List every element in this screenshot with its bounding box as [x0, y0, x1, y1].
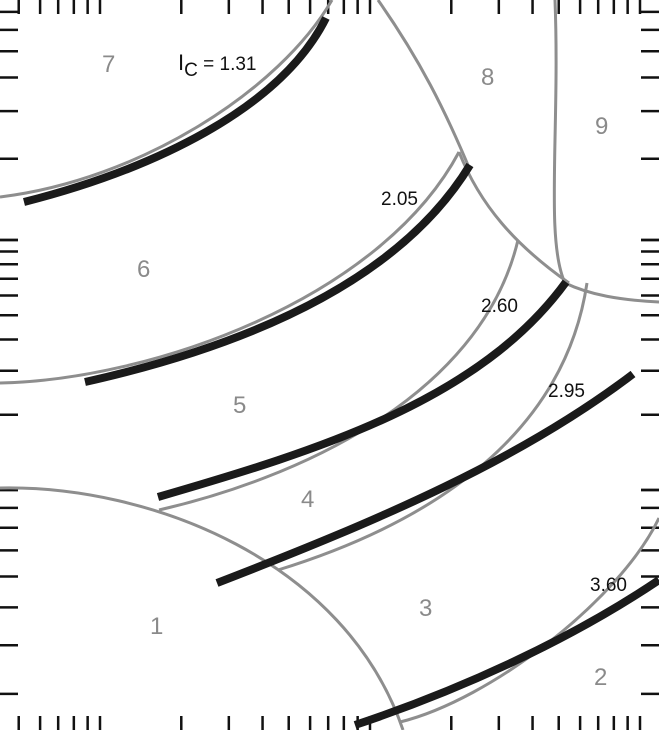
region-label-8: 8: [481, 64, 494, 91]
region-label-4: 4: [301, 486, 314, 513]
region-label-7: 7: [102, 51, 115, 78]
curve-2-95: [215, 370, 636, 587]
region-label-9: 9: [595, 113, 608, 140]
curve-label-2-60: 2.60: [481, 296, 518, 317]
curve-2-05: [84, 162, 474, 386]
boundary-region-4-lower: [277, 282, 589, 572]
curve-3-60: [353, 576, 659, 729]
curve-1-31: [23, 16, 330, 206]
region-label-5: 5: [233, 392, 246, 419]
curve-label-2-05: 2.05: [381, 189, 418, 210]
region-label-2: 2: [594, 664, 607, 691]
boundary-region-8-lower: [457, 151, 570, 285]
curve-label-2-95: 2.95: [548, 381, 585, 402]
curve-label-3-60: 3.60: [590, 575, 627, 596]
boundary-region-9: [552, 0, 659, 304]
boundary-region-8-left: [376, 0, 472, 171]
boundary-region-6-bottom: [0, 151, 461, 385]
curve-label-subscript: C: [184, 60, 198, 81]
curve-labels: IC = 1.31 2.05 2.60 2.95 3.60: [178, 50, 627, 596]
boundary-region-1: [0, 486, 405, 730]
region-labels: 1 2 3 4 5 6 7 8 9: [102, 51, 608, 691]
region-label-6: 6: [137, 256, 150, 283]
bold-curves: [23, 16, 659, 729]
curve-2-60: [156, 279, 570, 501]
curve-label-prefix: I: [178, 50, 184, 75]
curve-label-1-31: IC = 1.31: [178, 50, 257, 81]
boundary-region-7-top: [0, 0, 334, 199]
curve-label-value: = 1.31: [198, 54, 257, 75]
region-label-3: 3: [419, 595, 432, 622]
region-label-1: 1: [150, 613, 163, 640]
